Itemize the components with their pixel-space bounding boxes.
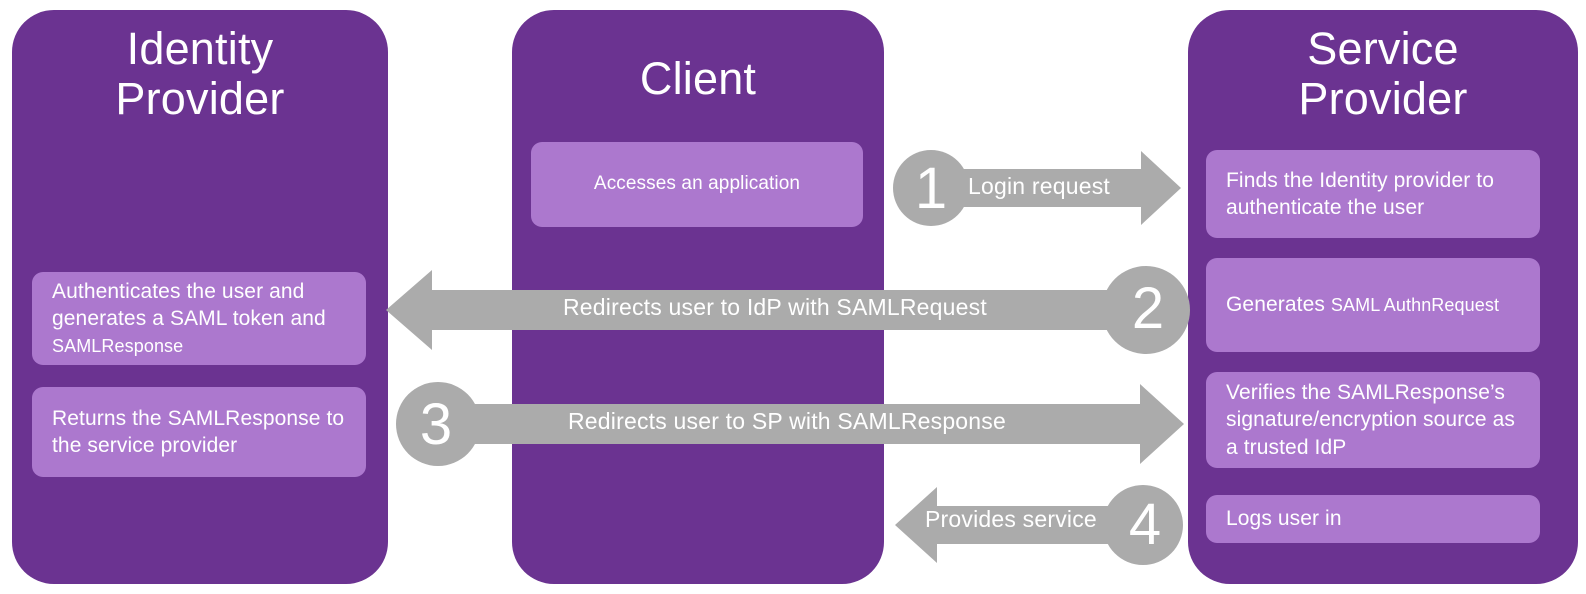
idp-note-1-main: Authenticates the user and generates a S… bbox=[52, 279, 326, 330]
flow-arrow-4-shape bbox=[895, 485, 1183, 565]
flow-2-label: Redirects user to IdP with SAMLRequest bbox=[563, 294, 987, 320]
flow-arrow-2 bbox=[386, 266, 1190, 356]
flow-arrow-4 bbox=[895, 483, 1183, 567]
sp-note-logs-user-in: Logs user in bbox=[1206, 495, 1540, 543]
idp-note-1-small: SAMLResponse bbox=[52, 336, 184, 357]
flow-4-label: Provides service bbox=[925, 506, 1097, 532]
idp-note-2-main: Returns the SAMLResponse to the service … bbox=[52, 406, 345, 457]
flow-arrow-1-shape bbox=[893, 150, 1181, 226]
flow-4-number: 4 bbox=[1128, 492, 1162, 557]
flow-3-label: Redirects user to SP with SAMLResponse bbox=[568, 408, 1006, 434]
service-provider-title: Service Provider bbox=[1188, 23, 1578, 125]
idp-note-returns-samlresponse: Returns the SAMLResponse to the service … bbox=[32, 387, 366, 477]
flow-1-label: Login request bbox=[968, 173, 1110, 199]
flow-arrow-3 bbox=[396, 382, 1186, 470]
client-title: Client bbox=[512, 53, 884, 104]
identity-provider-title: Identity Provider bbox=[12, 23, 388, 125]
flow-arrow-3-shape bbox=[396, 382, 1184, 466]
identity-provider-title-line1: Identity bbox=[126, 23, 274, 74]
sp-note-2-small: SAML AuthnRequest bbox=[1330, 295, 1500, 316]
sp-note-4-main: Logs user in bbox=[1226, 507, 1342, 531]
client-note-accesses-application: Accesses an application bbox=[531, 142, 863, 227]
flow-3-number: 3 bbox=[419, 392, 453, 457]
sp-note-generates-authnrequest: Generates SAML AuthnRequest bbox=[1206, 258, 1540, 352]
sp-note-1-main: Finds the Identity provider to authentic… bbox=[1226, 168, 1494, 219]
flow-arrow-2-shape bbox=[386, 266, 1190, 354]
service-provider-title-line1: Service bbox=[1307, 23, 1459, 74]
service-provider-title-line2: Provider bbox=[1298, 73, 1468, 125]
sp-note-finds-identity-provider: Finds the Identity provider to authentic… bbox=[1206, 150, 1540, 238]
idp-note-authenticates-user: Authenticates the user and generates a S… bbox=[32, 272, 366, 365]
identity-provider-title-line2: Provider bbox=[115, 73, 285, 125]
flow-1-number: 1 bbox=[914, 156, 948, 221]
client-note-1-main: Accesses an application bbox=[593, 173, 801, 195]
flow-2-number: 2 bbox=[1131, 276, 1165, 341]
sp-note-3-main: Verifies the SAMLResponse’s signature/en… bbox=[1226, 381, 1515, 459]
flow-arrow-1 bbox=[893, 148, 1183, 238]
client-title-line1: Client bbox=[639, 53, 757, 104]
sp-note-2-main: Generates bbox=[1226, 293, 1331, 317]
sp-note-verifies-signature: Verifies the SAMLResponse’s signature/en… bbox=[1206, 372, 1540, 468]
